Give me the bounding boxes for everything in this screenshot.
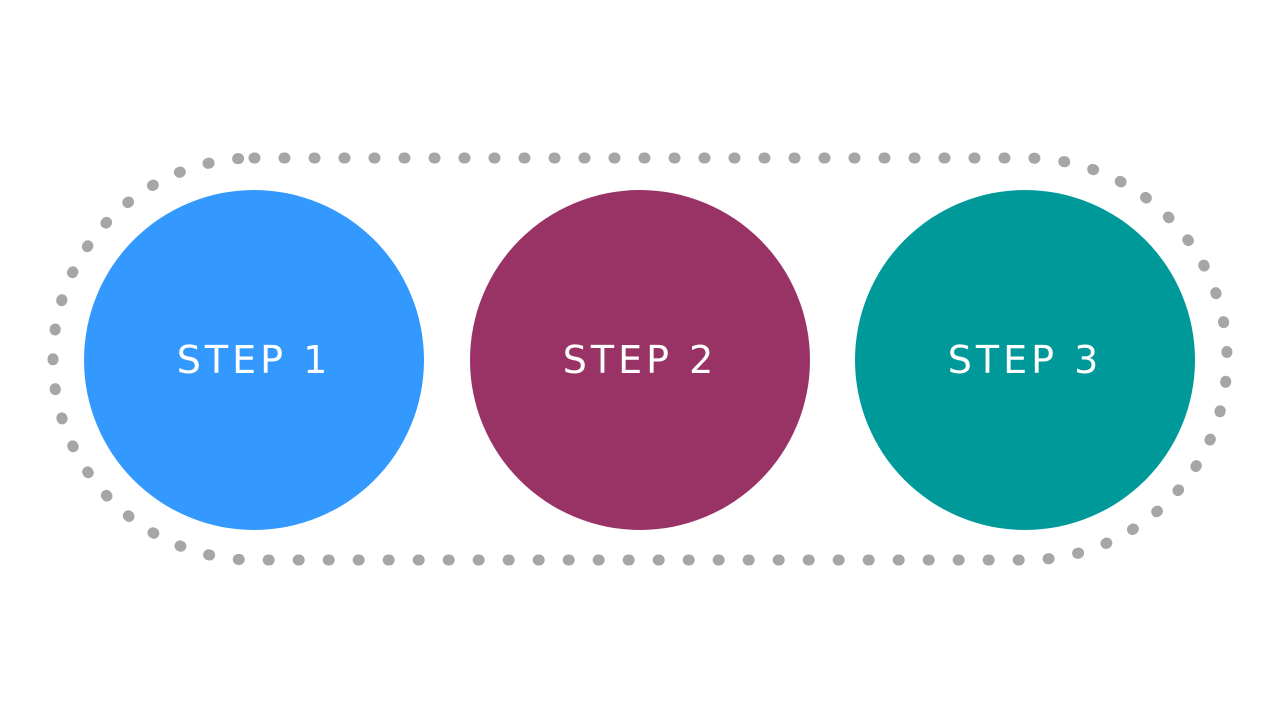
step-1-label: STEP 1 bbox=[176, 338, 332, 382]
step-3-label: STEP 3 bbox=[947, 338, 1103, 382]
step-2-circle: STEP 2 bbox=[470, 190, 810, 530]
step-2-label: STEP 2 bbox=[562, 338, 718, 382]
step-3-circle: STEP 3 bbox=[855, 190, 1195, 530]
dotted-outline-path bbox=[47, 152, 1233, 566]
step-1-circle: STEP 1 bbox=[84, 190, 424, 530]
